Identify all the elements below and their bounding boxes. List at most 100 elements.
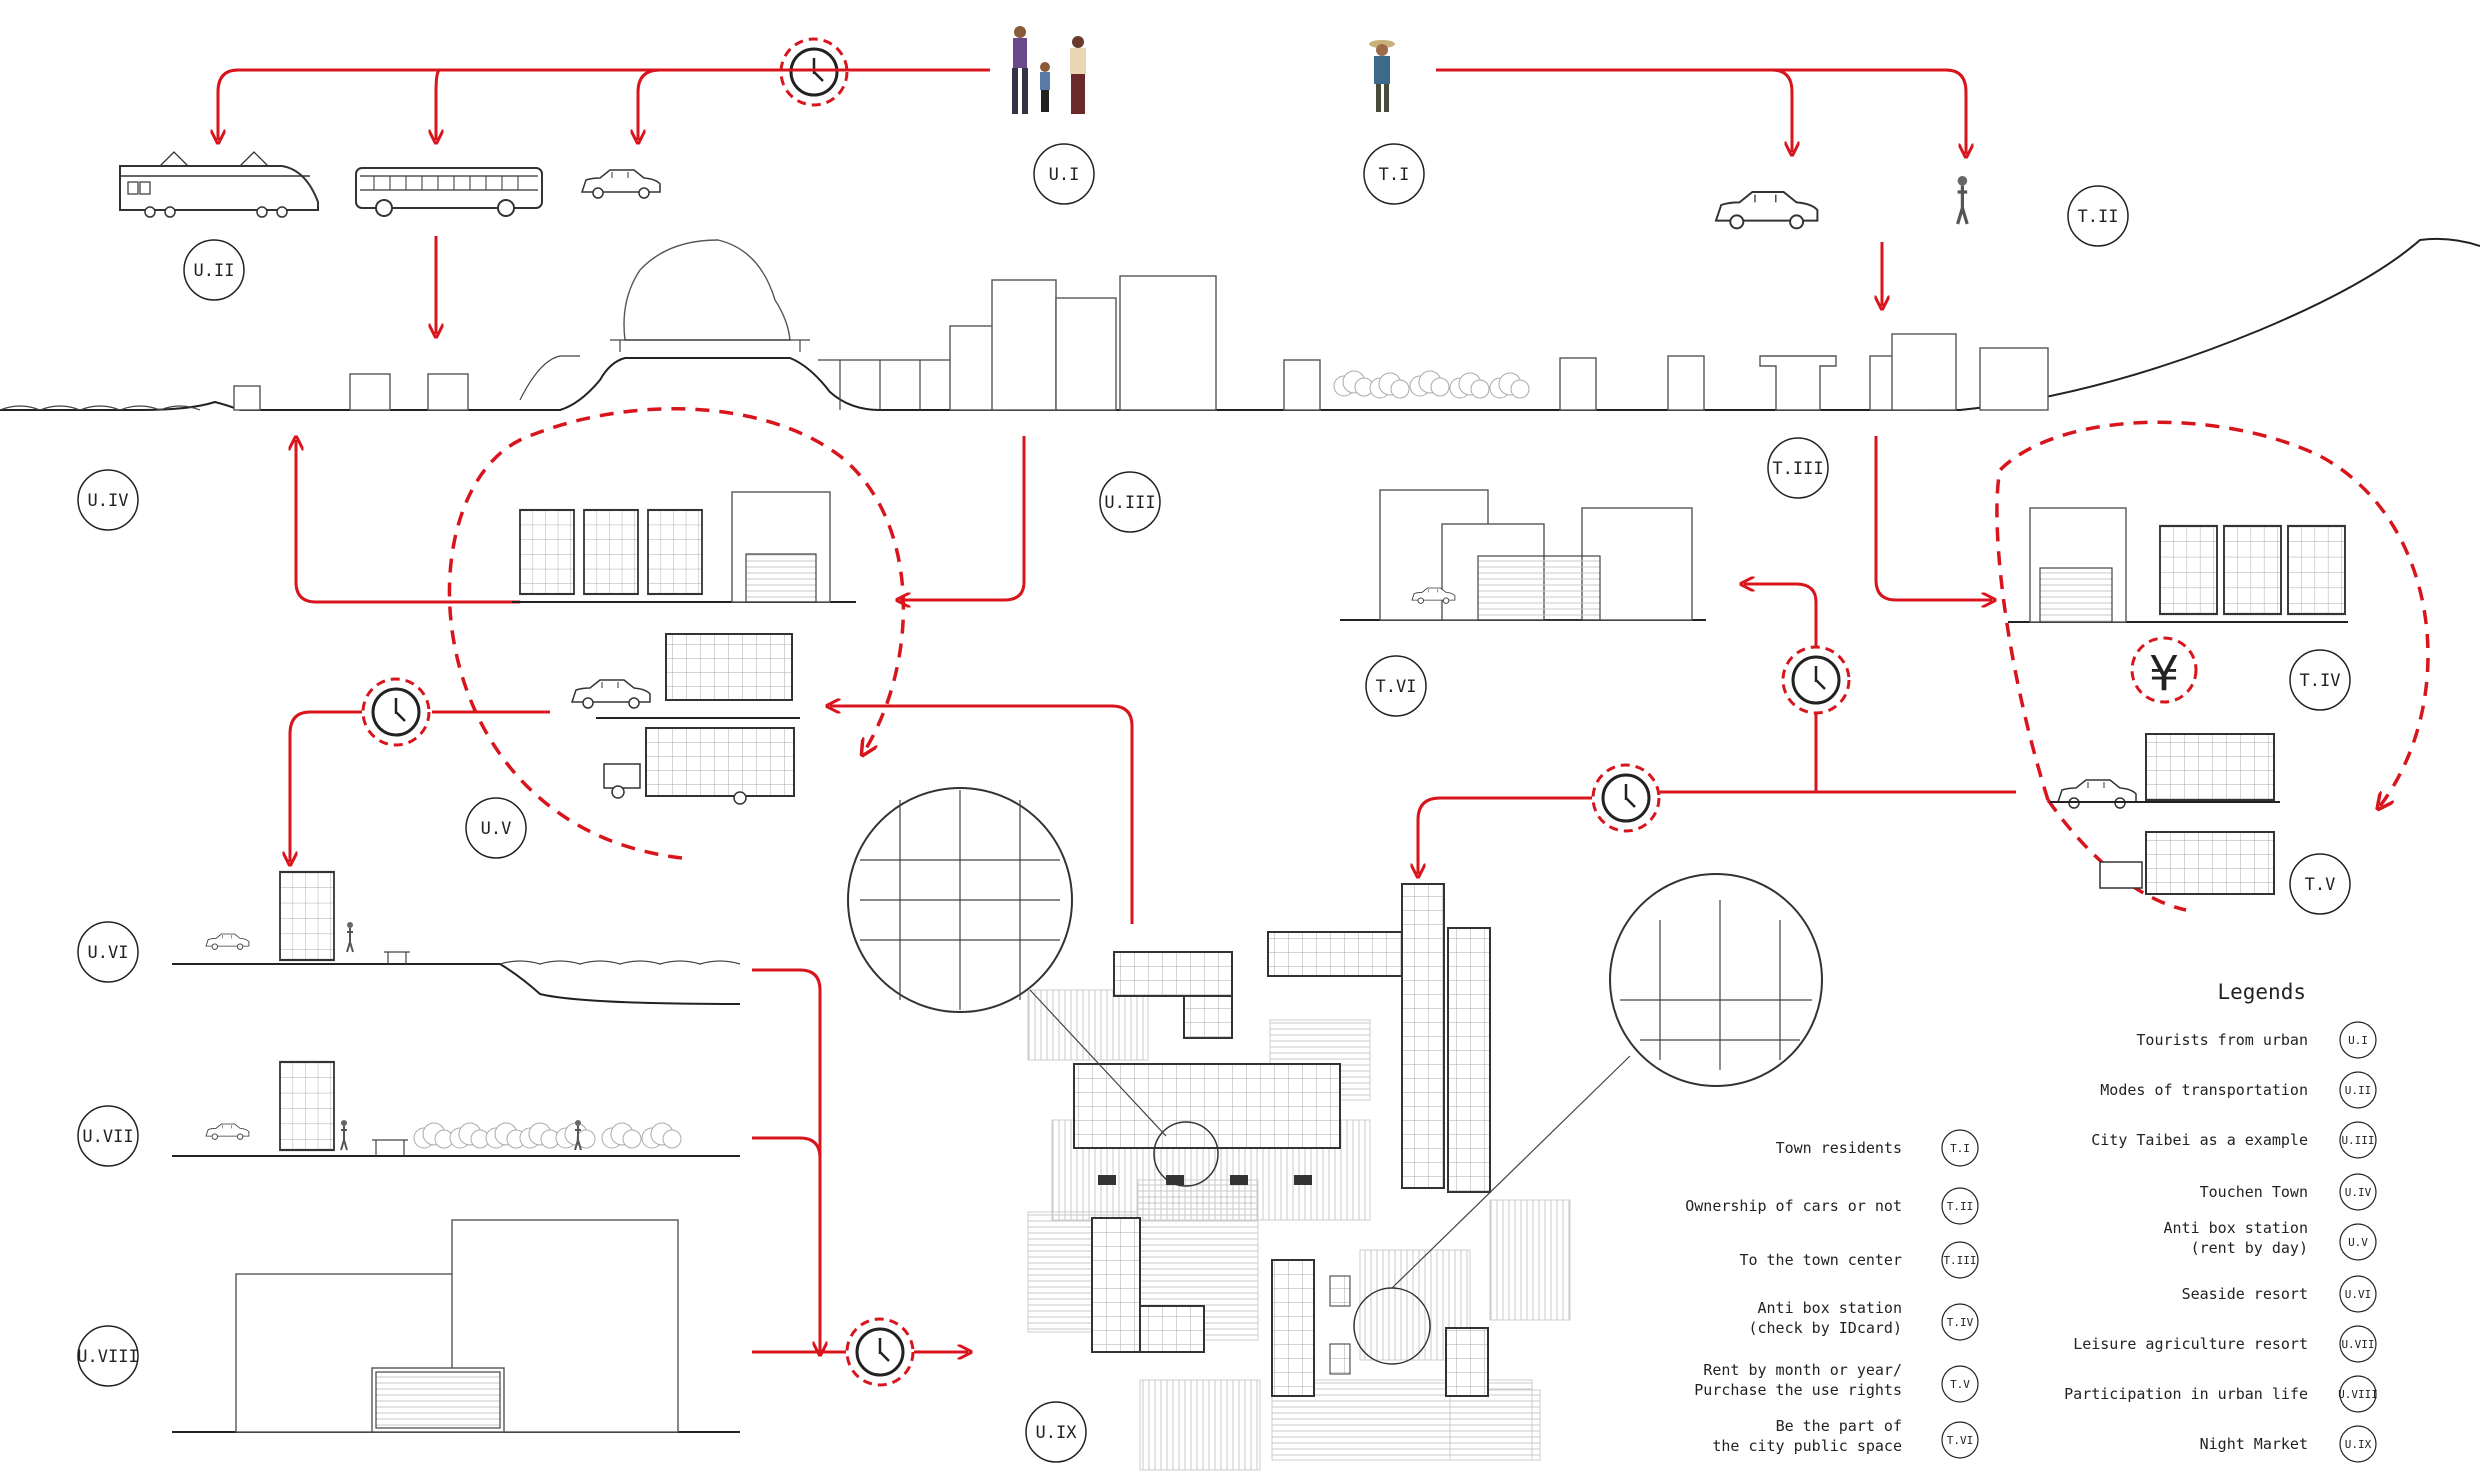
legend-item-text: the city public space — [1712, 1437, 1902, 1455]
legend-item-text: To the town center — [1739, 1251, 1902, 1269]
legend-code-label: T.III — [1943, 1254, 1976, 1267]
svg-text:U.III: U.III — [1104, 493, 1155, 513]
label-u-vii: U.VII — [78, 1106, 138, 1166]
svg-text:T.II: T.II — [2078, 207, 2119, 227]
town-legend-item: Town residentsT.I — [1776, 1130, 1978, 1166]
legend-item-text: Seaside resort — [2182, 1285, 2308, 1303]
legend-item-text: Ownership of cars or not — [1685, 1197, 1902, 1215]
flow-arrow — [900, 436, 1024, 600]
clock-icon — [1593, 765, 1659, 831]
label-t-ii: T.II — [2068, 186, 2128, 246]
anti-box-station-u — [512, 492, 856, 804]
legend-item-text: Tourists from urban — [2136, 1031, 2308, 1049]
flow-arrow — [436, 70, 440, 140]
town-center-section — [1340, 490, 1706, 620]
bus-icon — [356, 168, 542, 216]
svg-text:T.IV: T.IV — [2300, 671, 2341, 691]
svg-text:T.III: T.III — [1772, 459, 1823, 479]
flow-arrow — [1744, 584, 1816, 646]
town-legend-item: Be the part of the city public space T.VI — [1712, 1417, 1978, 1458]
svg-text:U.I: U.I — [1049, 165, 1080, 185]
urban-legend-item: Tourists from urban U.I — [2136, 1022, 2376, 1058]
legend-code-label: T.V — [1950, 1378, 1970, 1391]
svg-text:T.V: T.V — [2305, 875, 2336, 895]
label-t-v: T.V — [2290, 854, 2350, 914]
town-legend-item: Ownership of cars or not T.II — [1685, 1188, 1978, 1224]
legend-code-label: U.II — [2345, 1084, 2372, 1097]
legend-code-label: U.VI — [2345, 1288, 2372, 1301]
clock-icon — [363, 679, 429, 745]
flow-arrow — [290, 712, 362, 862]
label-t-iv: T.IV — [2290, 650, 2350, 710]
label-u-viii: U.VIII — [77, 1326, 138, 1386]
skyline-section — [0, 239, 2480, 410]
urban-legend-item: City Taibei as a example U.III — [2091, 1122, 2376, 1158]
legend-code-label: U.III — [2341, 1134, 2374, 1147]
flow-arrow — [1436, 70, 1792, 152]
train-icon — [120, 152, 318, 217]
legend-code-label: T.VI — [1947, 1434, 1974, 1447]
urban-life-section — [172, 1220, 740, 1432]
label-u-v: U.V — [466, 798, 526, 858]
currency-symbol: ¥ — [2149, 646, 2180, 702]
flow-arrow — [296, 440, 520, 602]
svg-text:T.I: T.I — [1379, 165, 1410, 185]
legend-item-text: Modes of transportation — [2100, 1081, 2308, 1099]
legend-urban-list: Tourists from urban U.I Modes of transport… — [2064, 1022, 2378, 1462]
legend-code-label: U.IX — [2345, 1438, 2372, 1451]
legend-code-label: U.VII — [2341, 1338, 2374, 1351]
label-u-ix: U.IX — [1026, 1402, 1086, 1462]
legend-item-text: Touchen Town — [2200, 1183, 2308, 1201]
leisure-agriculture-section — [172, 1062, 740, 1156]
tourist-family-icon — [1012, 26, 1086, 114]
label-t-iii: T.III — [1768, 438, 1828, 498]
car-icon — [582, 170, 660, 198]
town-legend-item: Rent by month or year/Purchase the use r… — [1694, 1361, 1978, 1402]
walking-person-icon — [1958, 176, 1968, 224]
currency-icon-group: ¥ — [2132, 638, 2196, 702]
urban-legend-item: Seaside resort U.VI — [2182, 1276, 2376, 1312]
svg-text:U.II: U.II — [194, 261, 235, 281]
svg-text:U.VI: U.VI — [88, 943, 129, 963]
label-u-iii: U.III — [1100, 472, 1160, 532]
legend-item-text: Anti box station — [2164, 1219, 2309, 1237]
urban-legend-item: Night Market U.IX — [2200, 1426, 2376, 1462]
legend-code-label: U.V — [2348, 1236, 2368, 1249]
car-icon — [1716, 192, 1817, 228]
urban-legend-item: Leisure agriculture resort U.VII — [2073, 1326, 2376, 1362]
legend-item-text: (check by IDcard) — [1748, 1319, 1902, 1337]
svg-text:U.IX: U.IX — [1036, 1423, 1078, 1443]
legend-item-text: (rent by day) — [2191, 1239, 2308, 1257]
legend-item-text: Participation in urban life — [2064, 1385, 2308, 1403]
legend-code-label: U.IV — [2345, 1186, 2372, 1199]
clock-icon — [781, 39, 847, 105]
legend-code-label: U.I — [2348, 1034, 2368, 1047]
legend-item-text: Purchase the use rights — [1694, 1381, 1902, 1399]
flow-arrow — [1772, 70, 1966, 154]
legend-code-label: T.II — [1947, 1200, 1974, 1213]
flow-arrow — [218, 70, 990, 140]
legend-item-text: City Taibei as a example — [2091, 1131, 2308, 1149]
flow-arrow — [638, 70, 660, 140]
legend-town-list: Town residentsT.I Ownership of cars or no… — [1685, 1130, 1978, 1458]
legend-item-text: Be the part of — [1776, 1417, 1902, 1435]
legend-item-text: Leisure agriculture resort — [2073, 1335, 2308, 1353]
legend-item-text: Rent by month or year/ — [1703, 1361, 1902, 1379]
seaside-resort-section — [172, 872, 740, 1004]
legend-code-label: T.IV — [1947, 1316, 1974, 1329]
clock-icon — [1783, 647, 1849, 713]
svg-text:U.V: U.V — [481, 819, 512, 839]
flow-arrow — [752, 970, 820, 1352]
label-u-i: U.I — [1034, 144, 1094, 204]
svg-text:U.IV: U.IV — [88, 491, 129, 511]
town-legend-item: To the town center T.III — [1739, 1242, 1978, 1278]
legend-code-label: U.VIII — [2338, 1388, 2378, 1401]
label-u-vi: U.VI — [78, 922, 138, 982]
legend-item-text: Night Market — [2200, 1435, 2308, 1453]
label-t-vi: T.VI — [1366, 656, 1426, 716]
label-u-iv: U.IV — [78, 470, 138, 530]
flow-arrow — [1876, 436, 1992, 600]
town-resident-icon — [1369, 40, 1395, 112]
flow-arrow — [1418, 798, 1592, 874]
